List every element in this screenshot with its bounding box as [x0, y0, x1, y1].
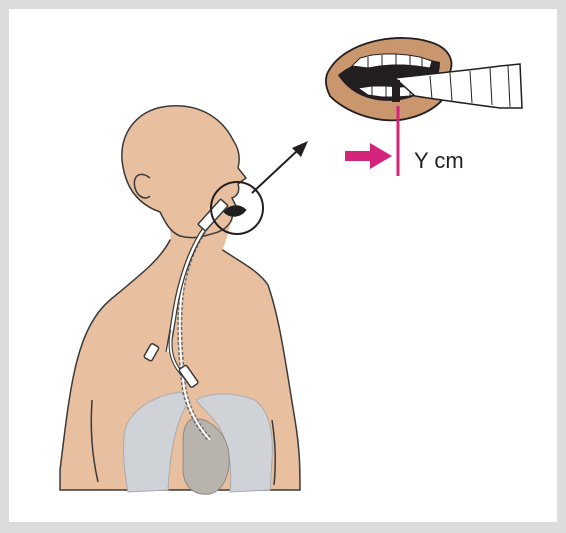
measurement-label: Y cm — [414, 148, 464, 174]
depth-mark — [392, 80, 400, 102]
zoomed-mouth — [326, 38, 522, 120]
arrow-right-icon — [345, 143, 392, 169]
patient-head — [122, 106, 246, 238]
arrow-icon — [252, 141, 308, 193]
